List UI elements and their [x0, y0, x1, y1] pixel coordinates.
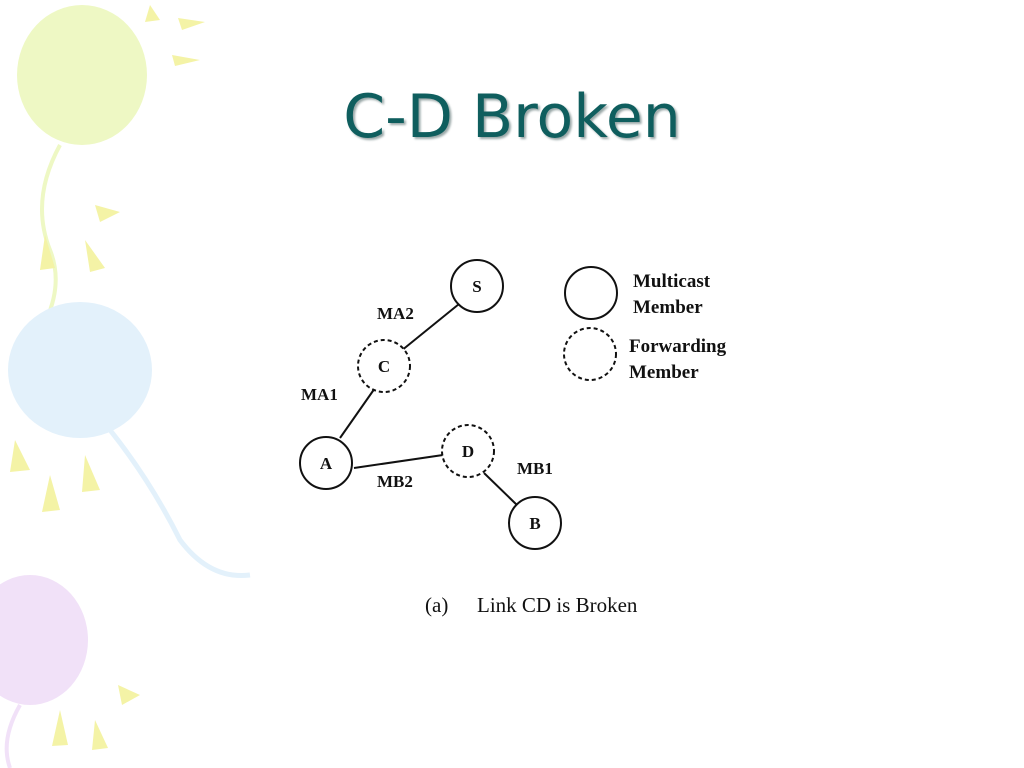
network-diagram: S C A D B MA2 MA1 MB2 MB1 Multicast Memb… [299, 259, 727, 550]
legend-multicast-line2: Member [633, 297, 703, 318]
svg-text:C: C [378, 357, 390, 376]
svg-text:S: S [472, 277, 481, 296]
node-a: A [299, 436, 353, 490]
edge-label-mb2: MB2 [377, 472, 413, 491]
legend-forwarding-line2: Member [629, 362, 699, 383]
edge-label-mb1: MB1 [517, 459, 553, 478]
legend-multicast-symbol [564, 266, 618, 320]
svg-text:B: B [529, 514, 540, 533]
balloon-decoration [0, 5, 251, 768]
edge-s-c [400, 303, 460, 352]
legend-forwarding-line1: Forwarding [629, 336, 727, 357]
edge-d-b [483, 472, 519, 507]
sparkles [10, 5, 205, 750]
edge-label-ma1: MA1 [301, 385, 338, 404]
purple-balloon-string [4, 704, 22, 768]
edge-c-a [339, 387, 376, 439]
svg-text:A: A [320, 454, 333, 473]
purple-balloon [0, 575, 88, 705]
legend-multicast-line1: Multicast [633, 271, 711, 292]
node-b: B [508, 496, 562, 550]
node-s: S [450, 259, 504, 313]
edge-a-d [353, 454, 444, 469]
svg-text:D: D [462, 442, 474, 461]
caption-text: Link CD is Broken [477, 593, 638, 617]
figure-caption: (a) Link CD is Broken [425, 593, 637, 618]
green-balloon [17, 5, 147, 145]
blue-balloon-string [108, 428, 251, 579]
node-c: C [357, 339, 411, 393]
page-title: C-D Broken [343, 82, 681, 152]
edge-label-ma2: MA2 [377, 304, 414, 323]
node-d: D [441, 424, 495, 478]
blue-balloon [8, 302, 152, 438]
caption-tag: (a) [425, 593, 449, 617]
legend: Multicast Member Forwarding Member [563, 266, 727, 383]
legend-forwarding-symbol [563, 327, 617, 381]
